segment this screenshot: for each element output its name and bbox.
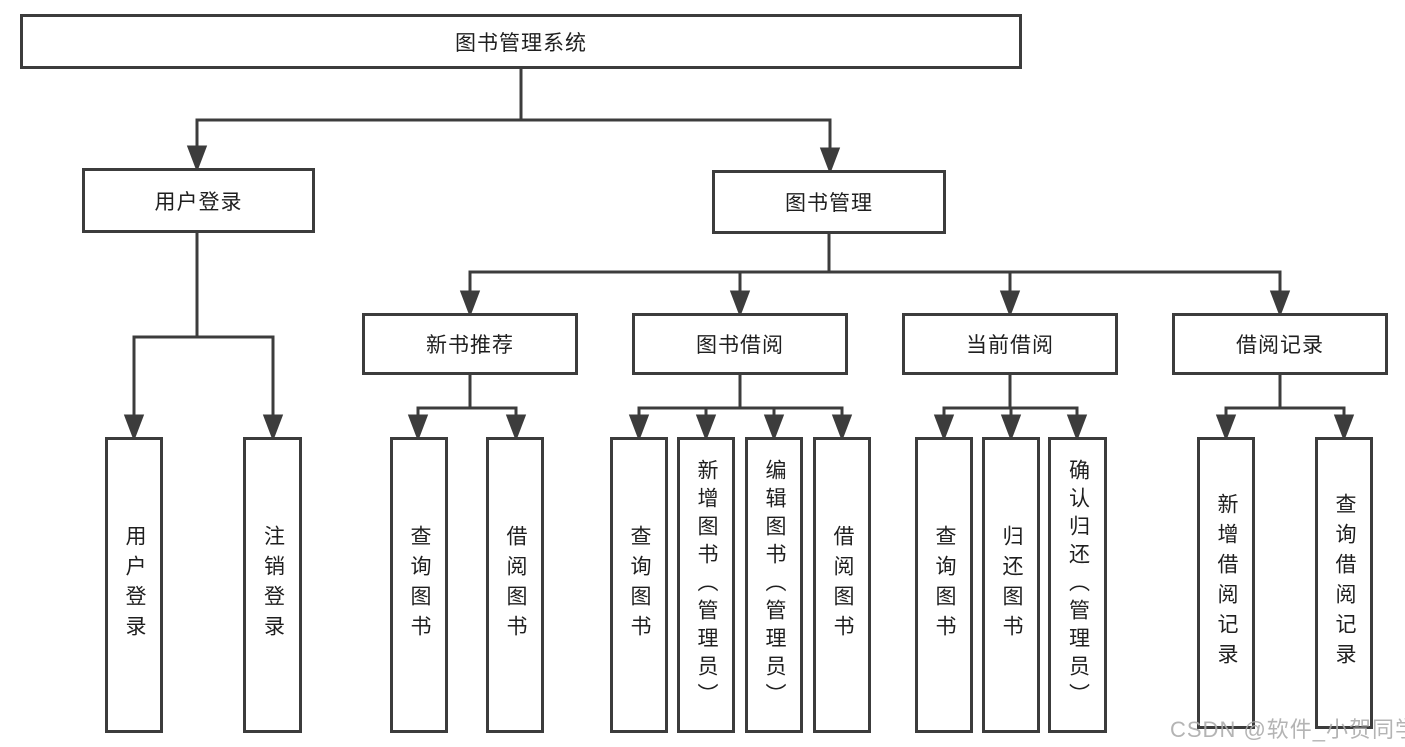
node-label: 确认归还（管理员） — [1066, 459, 1090, 711]
node-leaf-edit-book-admin: 编辑图书（管理员） — [745, 437, 803, 733]
node-leaf-add-book-admin: 新增图书（管理员） — [677, 437, 735, 733]
node-leaf-confirm-return-admin: 确认归还（管理员） — [1048, 437, 1107, 733]
node-label: 查询图书 — [408, 525, 431, 645]
connector-borrow-to-children — [628, 375, 853, 442]
node-label: 借阅图书 — [831, 525, 854, 645]
node-leaf-query-borrow-record: 查询借阅记录 — [1315, 437, 1373, 729]
node-label: 编辑图书（管理员） — [763, 459, 786, 711]
node-label: 当前借阅 — [966, 334, 1054, 357]
node-label: 借阅图书 — [504, 525, 527, 645]
connector-records-to-children — [1215, 375, 1355, 442]
connector-bookmgmt-to-children — [459, 234, 1291, 318]
connector-root-to-level2 — [186, 69, 841, 175]
node-label: 查询图书 — [628, 525, 651, 645]
node-leaf-logout: 注销登录 — [243, 437, 302, 733]
connector-login-to-children — [123, 233, 284, 442]
node-leaf-query-books-1: 查询图书 — [390, 437, 448, 733]
node-label: 图书管理系统 — [455, 31, 587, 55]
node-borrowing-records: 借阅记录 — [1172, 313, 1388, 375]
node-label: 新增图书（管理员） — [695, 459, 718, 711]
node-leaf-user-login: 用户登录 — [105, 437, 163, 733]
node-book-management-module: 图书管理 — [712, 170, 946, 234]
node-label: 归还图书 — [1000, 525, 1023, 645]
node-label: 查询借阅记录 — [1333, 493, 1356, 673]
connector-newbook-to-children — [407, 375, 527, 442]
node-leaf-borrow-books-2: 借阅图书 — [813, 437, 871, 733]
node-library-management-system: 图书管理系统 — [20, 14, 1022, 69]
node-label: 用户登录 — [154, 190, 243, 214]
node-leaf-query-books-2: 查询图书 — [610, 437, 668, 733]
node-label: 图书管理 — [785, 192, 873, 215]
node-leaf-return-books: 归还图书 — [982, 437, 1040, 733]
node-book-borrowing: 图书借阅 — [632, 313, 848, 375]
node-label: 借阅记录 — [1236, 334, 1324, 357]
node-leaf-query-books-3: 查询图书 — [915, 437, 973, 733]
node-label: 图书借阅 — [696, 334, 784, 357]
node-leaf-add-borrow-record: 新增借阅记录 — [1197, 437, 1255, 729]
csdn-watermark: CSDN @软件_小贺同学 — [1170, 717, 1405, 742]
node-new-book-recommendation: 新书推荐 — [362, 313, 578, 375]
connector-current-to-children — [933, 375, 1088, 442]
node-label: 新增借阅记录 — [1215, 493, 1238, 673]
node-user-login-module: 用户登录 — [82, 168, 315, 233]
node-leaf-borrow-books-1: 借阅图书 — [486, 437, 544, 733]
node-label: 查询图书 — [933, 525, 956, 645]
node-label: 用户登录 — [123, 525, 146, 645]
node-label: 注销登录 — [261, 525, 285, 645]
node-current-borrowing: 当前借阅 — [902, 313, 1118, 375]
node-label: 新书推荐 — [426, 334, 514, 357]
